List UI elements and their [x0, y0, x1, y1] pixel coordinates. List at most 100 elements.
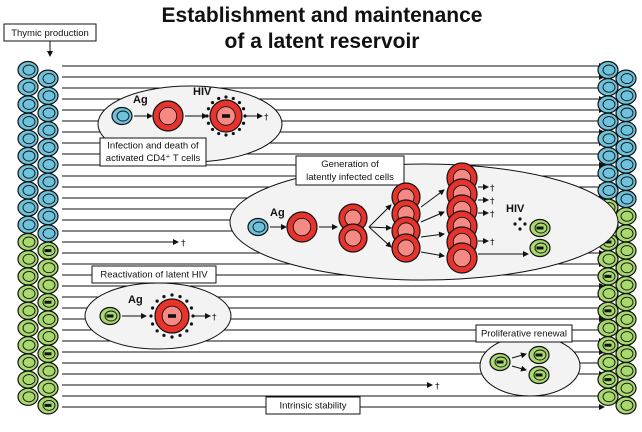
latent-cell-provirus	[535, 373, 543, 377]
latent-cell-nucleus	[533, 369, 547, 381]
virion-10	[155, 299, 159, 303]
virion-1	[518, 227, 522, 231]
left-col-cell-nucleus	[42, 348, 56, 360]
reactivation-label-box	[91, 265, 217, 284]
left-col-cell-nucleus	[42, 107, 56, 119]
left-col-cell-nucleus	[42, 73, 56, 85]
expansion-arrow	[368, 226, 392, 248]
right-col-cell-nucleus	[602, 322, 616, 334]
infection-label-box-line-1: activated CD4⁺ T cells	[106, 153, 201, 164]
left-col-cell-nucleus	[22, 202, 36, 214]
virion-14	[185, 299, 189, 303]
left-col-cell-nucleus	[42, 382, 56, 394]
reactivated-cell-provirus	[168, 314, 176, 318]
virion-9	[150, 306, 155, 310]
generation-label-box-line-0: Generation of	[321, 159, 379, 170]
expansion-arrow	[420, 231, 445, 238]
infection-label-box-line-0: Infection and death of	[107, 140, 199, 151]
right-col-cell-nucleus	[602, 133, 616, 145]
right-col-cell-nucleus	[602, 64, 616, 76]
latent-cell-provirus	[106, 314, 114, 318]
left-col-cell-nucleus	[42, 245, 56, 257]
virion-11	[217, 96, 221, 101]
antigen-label: Ag	[270, 207, 285, 219]
death-mark: †	[181, 239, 186, 249]
expansion-arrow	[420, 251, 445, 259]
diagram-title-line2: of a latent reservoir	[225, 30, 420, 53]
expansion-arrow	[420, 189, 445, 208]
left-col-cell-nucleus	[22, 64, 36, 76]
infection-label-box	[99, 137, 207, 167]
right-col-cell-nucleus	[602, 356, 616, 368]
latent-cell-provirus	[536, 226, 544, 230]
virion-2	[185, 329, 189, 333]
right-col-cell-provirus	[604, 309, 612, 313]
generation-bubble	[229, 163, 619, 281]
hiv-label: HIV	[506, 203, 525, 215]
reactivation-label-box-line-0: Reactivation of latent HIV	[100, 270, 208, 281]
left-col-cell-nucleus	[22, 133, 36, 145]
left-col-cell-nucleus	[22, 356, 36, 368]
expansion-arrow	[368, 224, 392, 231]
virion-7	[206, 121, 211, 125]
virion-13	[231, 96, 235, 101]
virion-3	[178, 333, 182, 338]
right-col-cell-nucleus	[602, 288, 616, 300]
left-col-cell-nucleus	[22, 236, 36, 248]
left-col-cell-nucleus	[42, 176, 56, 188]
left-col-cell-nucleus	[22, 150, 36, 162]
virion-5	[217, 131, 221, 136]
left-col-cell-nucleus	[22, 98, 36, 110]
left-col-cell-nucleus	[42, 159, 56, 171]
virion-4	[224, 133, 228, 137]
right-col-cell-nucleus	[620, 193, 634, 205]
process-cells	[99, 95, 551, 385]
right-col-cell-nucleus	[620, 399, 634, 411]
left-col-cell-nucleus	[42, 331, 56, 343]
death-mark: †	[264, 113, 269, 123]
right-col-cell-nucleus	[602, 391, 616, 403]
renewal-label-box-line-0: Proliferative renewal	[481, 329, 567, 340]
right-col-cell-nucleus	[620, 382, 634, 394]
left-col-cell-nucleus	[22, 374, 36, 386]
death-mark: †	[490, 210, 495, 220]
virion-15	[189, 306, 194, 310]
left-col-cell-nucleus	[42, 296, 56, 308]
naive-cell-nucleus	[116, 110, 130, 122]
left-col-cell-nucleus	[22, 219, 36, 231]
stability-label-box-line-0: Intrinsic stability	[279, 401, 346, 412]
latent-cell-nucleus	[534, 242, 548, 254]
expansion-arrow	[420, 211, 445, 223]
right-col-cell-nucleus	[620, 245, 634, 257]
right-col-cell-nucleus	[620, 296, 634, 308]
left-col-cell-nucleus	[42, 262, 56, 274]
left-col-cell-nucleus	[42, 141, 56, 153]
virion-6	[210, 127, 215, 132]
right-col-cell-nucleus	[620, 90, 634, 102]
right-col-cell-nucleus	[602, 374, 616, 386]
virion-12	[224, 95, 228, 99]
right-col-cell-nucleus	[620, 159, 634, 171]
left-col-cell-nucleus	[22, 339, 36, 351]
left-col-cell-nucleus	[42, 193, 56, 205]
right-col-cell-nucleus	[602, 167, 616, 179]
left-col-cell-provirus	[44, 403, 52, 407]
virion-4	[170, 335, 174, 339]
virion-0	[523, 222, 527, 226]
left-col-cell-nucleus	[22, 116, 36, 128]
virion-14	[237, 100, 242, 105]
right-col-cell-nucleus	[602, 253, 616, 265]
right-col-cell-nucleus	[620, 176, 634, 188]
right-col-cell-nucleus	[620, 73, 634, 85]
virion-6	[155, 329, 159, 333]
left-col-cell-nucleus	[42, 365, 56, 377]
left-col-cell-nucleus	[22, 81, 36, 93]
right-col-cell-nucleus	[620, 313, 634, 325]
right-col-cell-nucleus	[602, 98, 616, 110]
activated-cell-nucleus	[292, 217, 312, 237]
virion-5	[162, 333, 166, 338]
virion-10	[210, 100, 215, 105]
infected-cell-provirus	[222, 114, 230, 118]
left-col-cell-provirus	[44, 352, 52, 356]
